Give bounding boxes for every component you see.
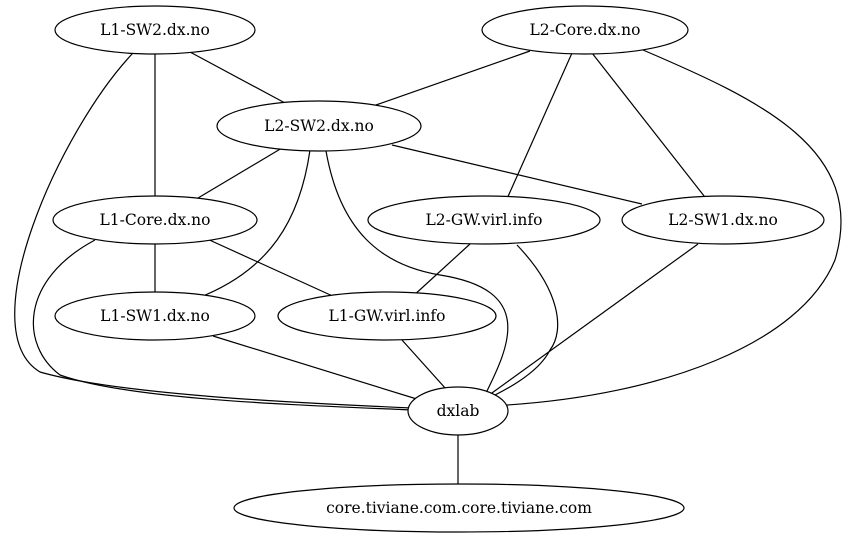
edge-l1sw1-dxlab xyxy=(212,335,421,401)
edge-l2core-l2sw1 xyxy=(591,52,709,202)
edge-l2sw1-dxlab xyxy=(484,243,699,399)
node-l2sw1: L2-SW1.dx.no xyxy=(621,195,825,245)
edge-l2sw2-l1core xyxy=(192,147,283,202)
node-l1core: L1-Core.dx.no xyxy=(52,195,258,245)
edge-l2gw-l1gw xyxy=(411,243,471,298)
node-label: L2-GW.virl.info xyxy=(426,211,543,229)
edge-l2sw2-l2sw1 xyxy=(391,144,643,205)
node-label: core.tiviane.com.core.tiviane.com xyxy=(326,499,592,517)
edge-l2sw2-l1sw1 xyxy=(197,149,311,299)
edge-l2core-dxlab xyxy=(506,49,842,406)
edge-l2gw-dxlab xyxy=(494,244,559,396)
node-l1sw2: L1-SW2.dx.no xyxy=(54,5,256,55)
edge-l1core-dxlab xyxy=(32,239,413,411)
edge-l1sw2-l2sw2 xyxy=(189,51,286,104)
node-label: L2-SW2.dx.no xyxy=(264,117,374,135)
graph-nodes: L1-SW2.dx.no L2-Core.dx.no L2-SW2.dx.no … xyxy=(52,5,825,533)
node-l2gw: L2-GW.virl.info xyxy=(367,195,601,245)
node-l1sw1: L1-SW1.dx.no xyxy=(54,291,256,341)
edge-l1gw-dxlab xyxy=(401,339,447,390)
node-label: L2-Core.dx.no xyxy=(530,21,641,39)
edge-l2core-l2gw xyxy=(505,52,573,202)
edge-l1sw2-dxlab xyxy=(14,52,413,409)
node-l2sw2: L2-SW2.dx.no xyxy=(216,100,422,152)
edge-l2sw2-dxlab xyxy=(325,150,509,396)
node-label: L2-SW1.dx.no xyxy=(668,211,778,229)
edge-l2core-l2sw2 xyxy=(375,50,531,106)
node-label: L1-Core.dx.no xyxy=(100,211,211,229)
node-tiviane: core.tiviane.com.core.tiviane.com xyxy=(233,483,685,533)
node-l1gw: L1-GW.virl.info xyxy=(277,291,497,341)
node-dxlab: dxlab xyxy=(407,386,509,436)
node-label: L1-SW2.dx.no xyxy=(100,21,210,39)
node-label: L1-GW.virl.info xyxy=(329,307,446,325)
node-label: dxlab xyxy=(437,402,480,420)
node-label: L1-SW1.dx.no xyxy=(100,307,210,325)
edge-l1core-l1gw xyxy=(204,237,338,299)
graph-edges xyxy=(14,49,842,486)
node-l2core: L2-Core.dx.no xyxy=(481,5,689,55)
